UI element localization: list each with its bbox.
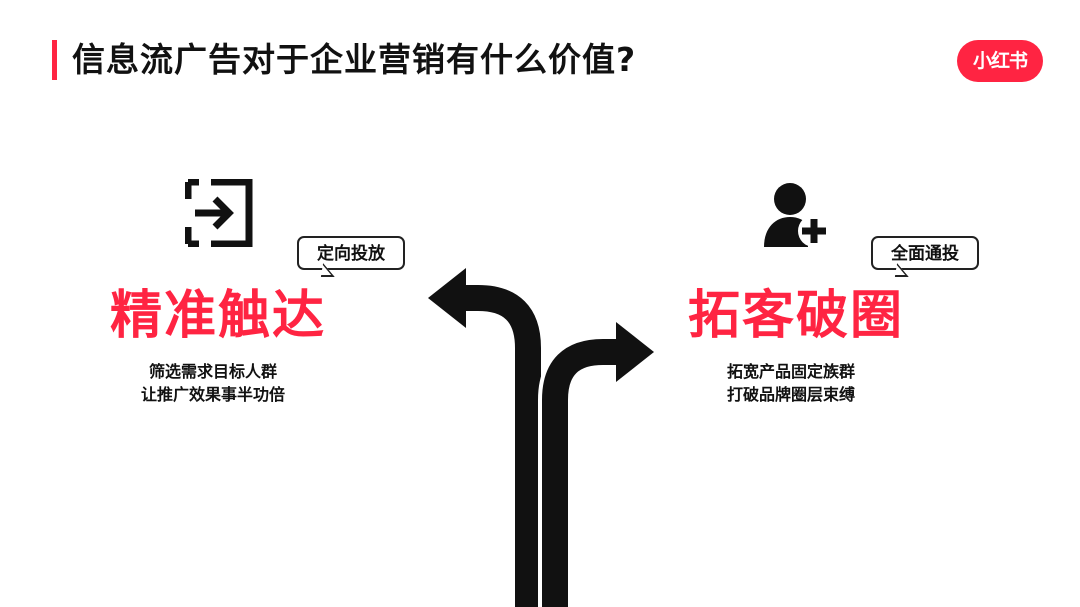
title-accent-bar [52,40,57,80]
xiaohongshu-logo: 小红书 [957,40,1043,82]
add-user-icon [762,179,832,249]
right-tag-bubble: 全面通投 [871,236,979,270]
enter-icon [185,179,253,247]
left-headline: 精准触达 [110,286,327,346]
left-description: 筛选需求目标人群 让推广效果事半功倍 [128,360,298,406]
left-tag-bubble: 定向投放 [297,236,405,270]
right-description-line: 打破品牌圈层束缚 [726,385,855,404]
right-headline: 拓客破圈 [688,286,905,346]
right-description-line: 拓宽产品固定族群 [726,362,855,381]
page-title: 信息流广告对于企业营销有什么价值? [72,40,637,79]
left-description-line: 让推广效果事半功倍 [140,385,285,404]
right-description: 拓宽产品固定族群 打破品牌圈层束缚 [706,360,876,406]
left-description-line: 筛选需求目标人群 [148,362,277,381]
